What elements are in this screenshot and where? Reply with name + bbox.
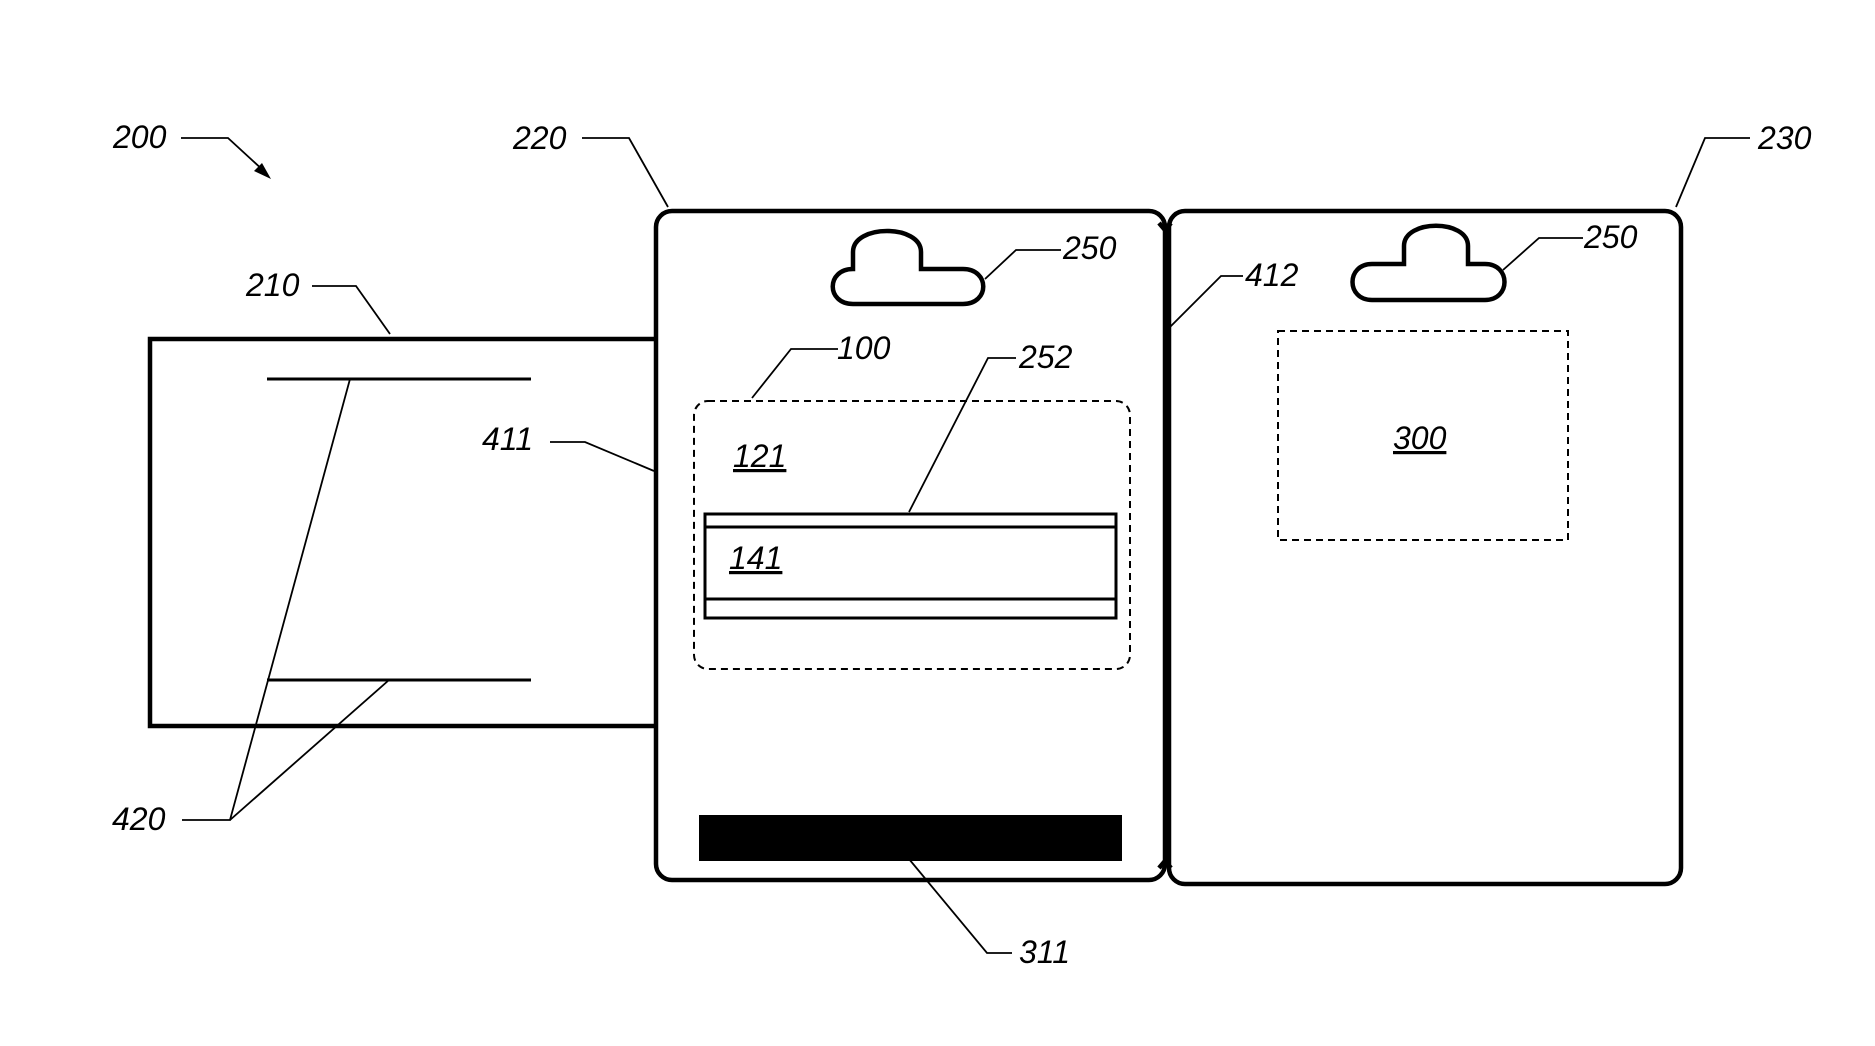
label-window: 300 [1393, 420, 1447, 456]
label-card: 100 [837, 330, 891, 366]
label-fold-right: 412 [1245, 257, 1299, 293]
hang-hole-back [1353, 226, 1505, 300]
insert-panel [150, 339, 656, 726]
label-back-panel: 230 [1757, 120, 1812, 156]
barcode-bar [699, 815, 1122, 861]
label-hang-hole-front: 250 [1062, 230, 1117, 266]
label-assembly: 200 [112, 119, 167, 155]
label-fold-left: 411 [482, 421, 533, 457]
back-panel [1169, 211, 1681, 884]
label-card-field-b: 141 [729, 540, 782, 576]
label-hang-hole-back: 250 [1583, 219, 1638, 255]
label-insert-lines: 420 [112, 801, 166, 837]
label-insert: 210 [245, 267, 300, 303]
hang-hole-front [833, 231, 984, 304]
label-strip: 252 [1018, 339, 1073, 375]
label-card-field-a: 121 [733, 438, 786, 474]
label-front-panel: 220 [512, 120, 567, 156]
label-barcode: 311 [1019, 934, 1070, 970]
